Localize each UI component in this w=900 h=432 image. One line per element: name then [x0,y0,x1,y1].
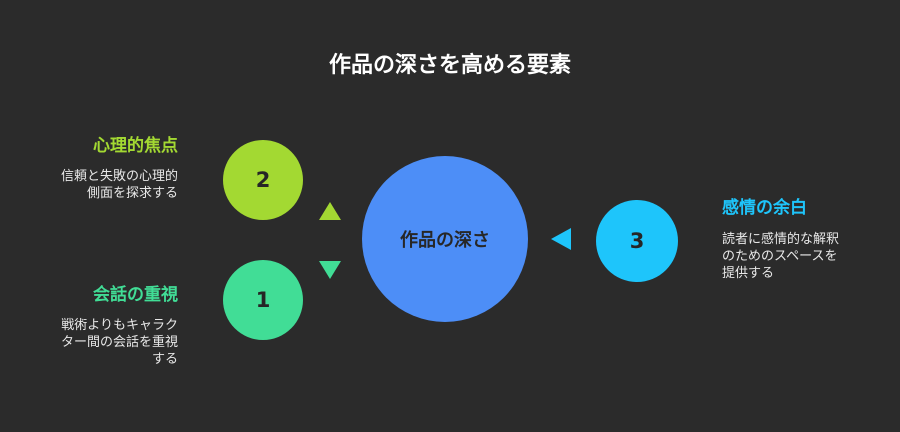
center-circle: 作品の深さ [362,156,528,322]
node-1-number: 1 [255,288,271,312]
diagram-title: 作品の深さを高める要素 [328,53,571,78]
node-3-circle: 3 [596,200,678,282]
node-3-description: 読者に感情的な解釈 のためのスペースを 提供する [722,232,840,281]
node-2-circle: 2 [223,140,303,220]
node-1-heading: 会話の重視 [93,285,178,305]
triangle-up-arrow-icon [319,202,341,220]
node-1-description: 戦術よりもキャラク ター間の会話を重視 する [60,318,178,367]
triangle-down-arrow-icon [319,261,341,279]
node-2-description: 信頼と失敗の心理的 側面を探求する [60,169,178,201]
node-3-heading: 感情の余白 [722,198,807,218]
node-2-number: 2 [255,168,271,192]
node-1-circle: 1 [223,260,303,340]
center-label: 作品の深さ [400,230,490,251]
node-2-heading: 心理的焦点 [93,136,178,156]
node-3-number: 3 [629,229,645,253]
triangle-left-arrow-icon [551,228,571,250]
